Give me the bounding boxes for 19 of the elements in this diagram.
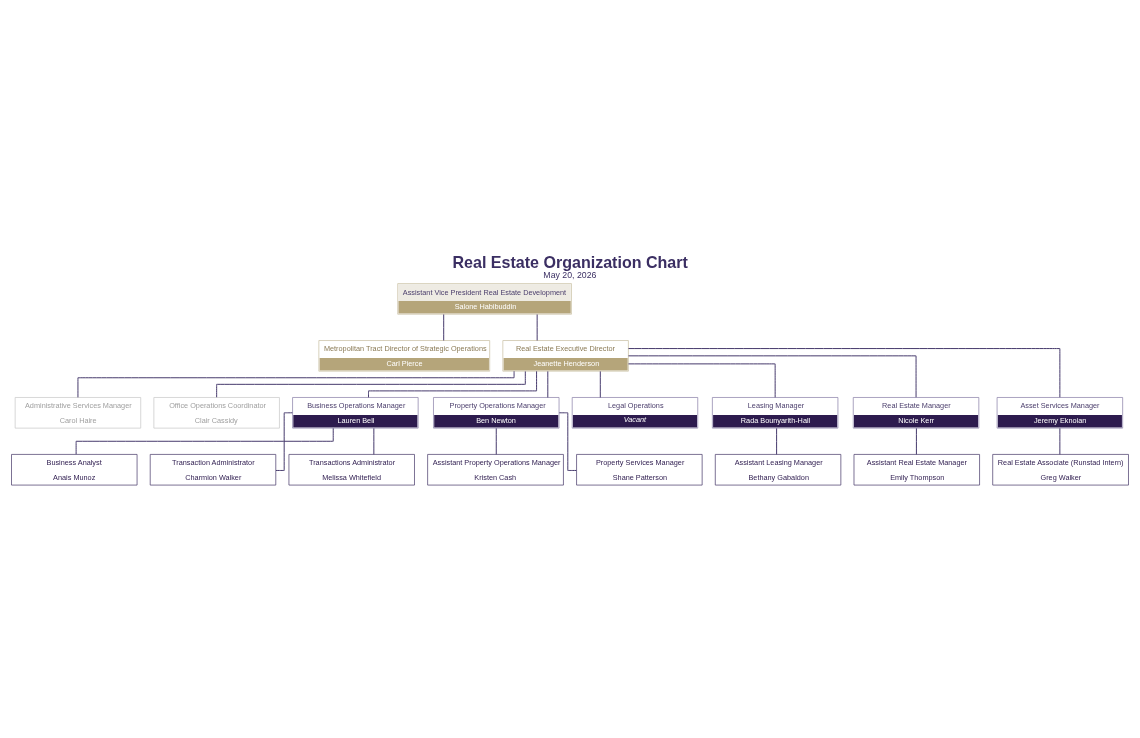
diagram-title: Real Estate Organization Chart	[452, 252, 688, 271]
connector	[216, 370, 526, 398]
connector	[776, 427, 778, 455]
connector	[599, 370, 601, 398]
connector	[443, 314, 445, 341]
connector	[547, 370, 549, 398]
connector	[558, 412, 577, 471]
connector	[77, 370, 515, 398]
connector	[628, 355, 917, 398]
connector	[275, 412, 293, 471]
connector	[368, 370, 538, 398]
connector	[495, 427, 497, 455]
connector	[373, 427, 375, 455]
connector	[536, 314, 538, 341]
connector	[628, 348, 1061, 398]
connector	[628, 363, 776, 398]
caption: May 20, 2026	[543, 270, 597, 281]
connector	[915, 427, 917, 455]
connector	[1059, 427, 1061, 455]
